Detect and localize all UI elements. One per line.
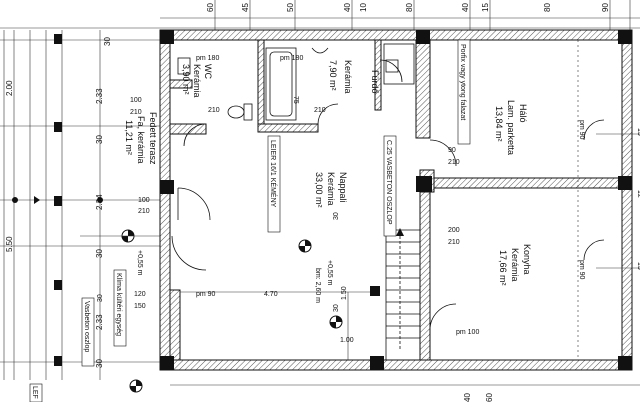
chimney-label: LEIER 16/1 KÉMÉNY <box>269 140 278 208</box>
wc-pm180: pm 180 <box>196 55 219 62</box>
doors <box>171 59 605 331</box>
level-small: 1.00 <box>340 337 354 344</box>
dim-top-90: 90 <box>601 3 610 12</box>
top-dimension-chain: 60 45 50 40 10 80 40 15 80 90 <box>0 0 640 36</box>
dim-100a: 100 <box>130 97 142 104</box>
left-dimension-chain: 2.00 5.50 2.33 2.34 2.33 30 30 30 30 <box>0 30 160 380</box>
room-wc: pm 180 WC Kerámia 3,90 m² <box>181 55 219 98</box>
dim-30f: 30 <box>333 304 340 312</box>
terrace-name: Fedett terasz <box>148 112 158 165</box>
dim-top-80: 80 <box>405 3 414 12</box>
dim-120: 120 <box>134 291 146 298</box>
living-level: +0,55 m <box>326 260 333 286</box>
dim-top-45: 45 <box>241 3 250 12</box>
room-terrace: Fedett terasz Fa, kerámia 11,21 m² <box>124 112 158 165</box>
dim-top-40b: 40 <box>461 3 470 12</box>
dim-210a: 210 <box>130 109 142 116</box>
bedroom-pm90: pm 90 <box>578 120 585 140</box>
dim-90: 90 <box>448 147 456 154</box>
room-living: Nappali Kerámia 33,00 m² +0,55 m bm: 2,6… <box>314 172 348 303</box>
opening-dimensions: 100 210 210 75 210 90 210 200 210 100 21… <box>97 96 640 402</box>
dim-100: 100 <box>138 197 150 204</box>
dim-left-30d: 30 <box>95 359 104 368</box>
dim-30g: 30 <box>97 294 104 302</box>
dim-210-bed: 210 <box>448 159 460 166</box>
dim-210-ter: 210 <box>138 208 150 215</box>
dim-150: 150 <box>134 303 146 310</box>
bath-pm180: pm 180 <box>280 55 303 62</box>
terrace-area: 11,21 m² <box>124 120 134 155</box>
dim-left-234: 2.34 <box>95 194 104 210</box>
dim-left-550: 5.50 <box>5 236 14 252</box>
dim-30e: 30 <box>333 212 340 220</box>
false-wall-label: Porfix vagy ytong falazat <box>459 44 466 120</box>
walls <box>159 29 633 371</box>
right-13b: 13 <box>636 262 640 270</box>
bath-name: Fürdő <box>370 70 380 94</box>
bath-area: 7,90 m² <box>328 60 338 91</box>
columns <box>160 30 632 370</box>
bottom-40: 40 <box>463 393 472 402</box>
dim-150-small: 1.50 <box>341 286 348 300</box>
dim-left-30b: 30 <box>95 135 104 144</box>
climate-label: Klíma kültéri egység <box>115 273 122 336</box>
living-name: Nappali <box>338 172 348 203</box>
bedroom-floor: Lam. parketta <box>506 100 516 155</box>
bath-fixtures <box>177 43 415 121</box>
kitchen-pm90: pm 90 <box>578 260 585 280</box>
dim-left-233b: 2.33 <box>95 314 104 330</box>
right-13a: 13 <box>636 128 640 136</box>
dim-top-10: 10 <box>359 3 368 12</box>
dim-210-wc: 210 <box>208 107 220 114</box>
dim-left-200: 2.00 <box>5 80 14 96</box>
dim-top-50: 50 <box>286 3 295 12</box>
dim-top-60: 60 <box>206 3 215 12</box>
kitchen-pm100: pm 100 <box>456 329 479 336</box>
dim-left-30a: 30 <box>103 37 112 46</box>
wc-floor: Kerámia <box>192 64 202 98</box>
dim-left-233a: 2.33 <box>95 88 104 104</box>
level-markers <box>80 40 640 393</box>
staircase <box>385 228 420 360</box>
dim-left-30c: 30 <box>95 249 104 258</box>
dim-75: 75 <box>292 96 299 104</box>
kitchen-area: 17,66 m² <box>498 250 508 286</box>
dim-210-bath: 210 <box>314 107 326 114</box>
dim-470: 4.70 <box>264 291 278 298</box>
wc-name: WC <box>203 64 213 79</box>
bath-floor: Kerámia <box>343 60 353 94</box>
concrete-col-label: Vasbeton oszlop <box>83 301 90 352</box>
living-height: bm: 2,60 m <box>314 268 321 303</box>
dim-top-80b: 80 <box>543 3 552 12</box>
column-label: C.25 VASBETON OSZLOP <box>385 140 392 225</box>
terrace-floor: Fa, kerámia <box>136 116 146 164</box>
dim-top-40: 40 <box>343 3 352 12</box>
bottom-left-label: LEF <box>31 386 38 399</box>
room-kitchen: Konyha Kerámia 17,66 m² pm 90 pm 100 <box>456 244 585 336</box>
room-bath: pm 180 Fürdő Kerámia 7,90 m² <box>280 55 380 94</box>
bedroom-area: 13,84 m² <box>494 106 504 142</box>
right-12: 12 <box>636 190 640 198</box>
wc-area: 3,90 m² <box>181 64 191 95</box>
dim-200: 200 <box>448 227 460 234</box>
dim-210-kit: 210 <box>448 239 460 246</box>
bedroom-name: Háló <box>518 104 528 123</box>
dim-top-15: 15 <box>481 3 490 12</box>
room-bedroom: Háló Lam. parketta 13,84 m² pm 90 <box>494 100 585 155</box>
living-pm90: pm 90 <box>196 291 216 298</box>
kitchen-floor: Kerámia <box>510 248 520 282</box>
left-level: +0,55 m <box>136 250 143 276</box>
annotations: LEIER 16/1 KÉMÉNY C.25 VASBETON OSZLOP P… <box>29 39 471 402</box>
bottom-60: 60 <box>485 393 494 402</box>
living-floor: Kerámia <box>326 172 336 206</box>
kitchen-name: Konyha <box>522 244 532 275</box>
living-area: 33,00 m² <box>314 172 324 208</box>
